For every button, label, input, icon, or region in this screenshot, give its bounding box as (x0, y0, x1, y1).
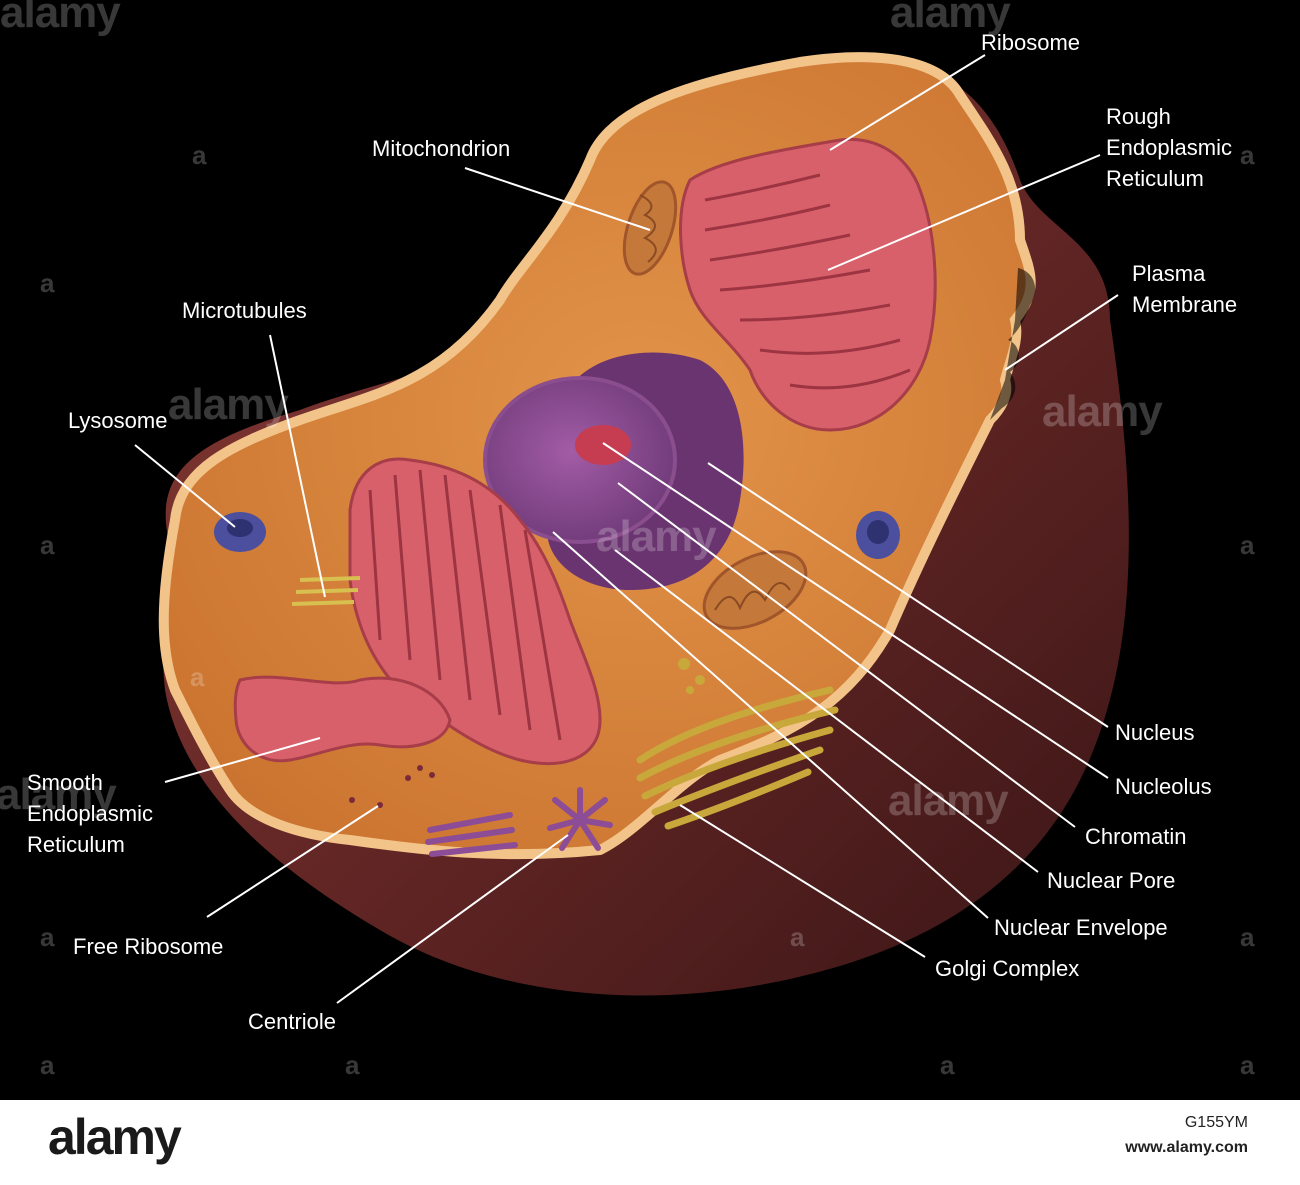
label-plasma-membrane-line2: Membrane (1132, 292, 1238, 317)
watermark-mark: a (40, 530, 55, 560)
watermark: alamy (890, 0, 1011, 37)
watermark: alamy (888, 776, 1009, 825)
smooth-er (233, 675, 452, 763)
image-id: G155YM (1184, 1114, 1248, 1131)
label-microtubules: Microtubules (182, 298, 307, 323)
watermark-mark: a (40, 1050, 55, 1080)
watermark: alamy (0, 770, 117, 819)
footer-bar: alamy G155YM www.alamy.com (0, 1100, 1300, 1185)
watermark: alamy (168, 380, 289, 429)
label-mitochondrion: Mitochondrion (372, 136, 511, 161)
watermark-mark: a (1240, 922, 1255, 952)
mitochondrion-lower (702, 550, 808, 630)
microtubules (291, 576, 361, 606)
watermark: alamy (0, 0, 121, 37)
leader-lines (134, 54, 1119, 1004)
label-smooth-er-line3: Reticulum (27, 832, 125, 857)
label-nucleolus: Nucleolus (1115, 774, 1212, 799)
label-ribosome: Ribosome (981, 30, 1081, 55)
label-plasma-membrane-line1: Plasma (1132, 261, 1206, 286)
label-chromatin: Chromatin (1085, 824, 1187, 849)
free-ribosomes (349, 765, 435, 808)
membrane-indent (990, 268, 1036, 420)
label-smooth-er: Smooth Endoplasmic Reticulum (27, 767, 153, 860)
label-centriole: Centriole (248, 1009, 337, 1034)
site-url: www.alamy.com (1125, 1139, 1248, 1156)
cell-diagram: Ribosome Rough Endoplasmic Reticulum Mit… (0, 0, 1300, 1100)
label-plasma-membrane: Plasma Membrane (1132, 258, 1237, 320)
watermark-mark: a (345, 1050, 360, 1080)
label-rough-er-line1: Rough (1106, 104, 1171, 129)
label-rough-er-line3: Reticulum (1106, 166, 1204, 191)
vesicles (678, 658, 705, 694)
alamy-logo: alamy (48, 1109, 182, 1165)
label-smooth-er-line1: Smooth (27, 770, 103, 795)
label-smooth-er-line2: Endoplasmic (27, 801, 153, 826)
label-free-ribosome: Free Ribosome (73, 934, 224, 959)
watermark-mark: a (940, 1050, 955, 1080)
golgi-complex (636, 686, 839, 830)
watermark-mark: a (1240, 530, 1255, 560)
label-golgi-complex: Golgi Complex (935, 956, 1080, 981)
watermark: alamy (1042, 387, 1163, 436)
lysosome-right (856, 511, 900, 559)
label-lysosome: Lysosome (68, 408, 168, 433)
rough-er-upper (679, 137, 937, 432)
watermark-mark: a (40, 922, 55, 952)
cell-illustration (134, 52, 1129, 1004)
lysosome-left (214, 512, 266, 552)
mitochondrion-upper (622, 180, 678, 276)
watermark-mark: a (40, 268, 55, 298)
label-nuclear-envelope: Nuclear Envelope (994, 915, 1168, 940)
label-nuclear-pore: Nuclear Pore (1047, 868, 1176, 893)
watermark-mark: a (190, 662, 205, 692)
watermark: alamy (596, 512, 717, 561)
watermark-mark: a (192, 140, 207, 170)
centrioles (425, 787, 613, 857)
watermark-mark: a (1240, 1050, 1255, 1080)
label-rough-er-line2: Endoplasmic (1106, 135, 1232, 160)
watermark-mark: a (790, 922, 805, 952)
label-rough-er: Rough Endoplasmic Reticulum (1106, 101, 1232, 194)
label-nucleus: Nucleus (1115, 720, 1195, 745)
watermark-mark: a (1240, 140, 1255, 170)
